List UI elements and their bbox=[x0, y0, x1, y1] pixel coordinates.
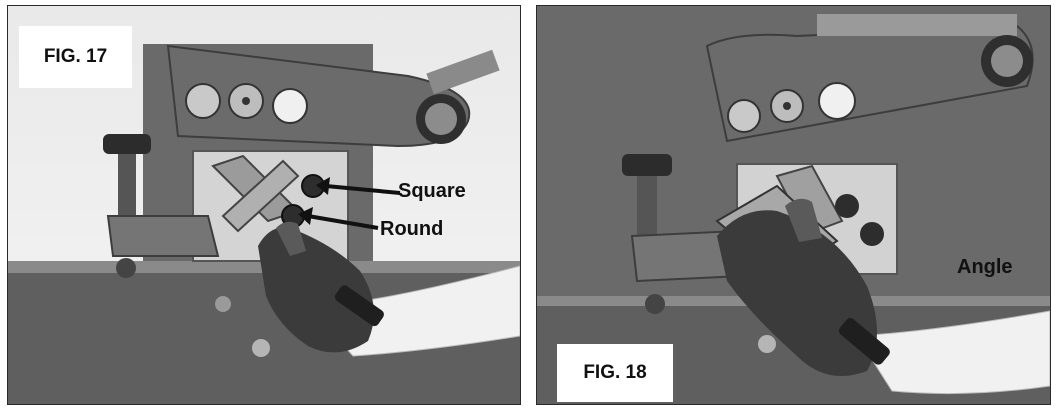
figure-18-title: FIG. 18 bbox=[557, 344, 673, 402]
figure-17-photo bbox=[8, 6, 520, 404]
figure-17-title: FIG. 17 bbox=[19, 26, 132, 88]
callout-angle: Angle bbox=[957, 256, 1013, 278]
figure-18-panel: FIG. 18 Angle bbox=[536, 5, 1051, 405]
callout-square: Square bbox=[398, 180, 466, 202]
callout-round: Round bbox=[380, 218, 444, 240]
figure-17-panel: FIG. 17 Square Round bbox=[7, 5, 521, 405]
